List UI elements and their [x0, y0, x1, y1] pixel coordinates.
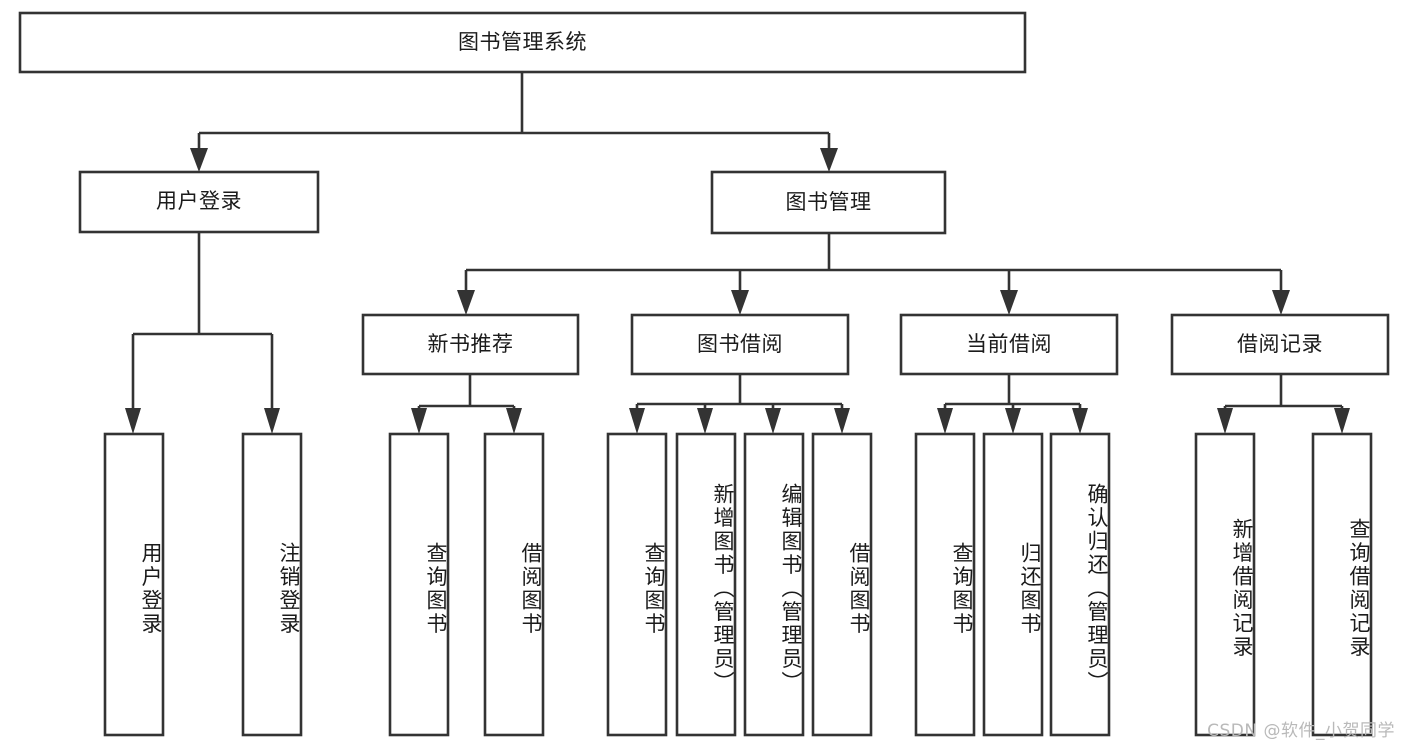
connector-group-borrow-record: [1217, 374, 1350, 434]
connector-group-user-login: [125, 232, 280, 434]
arrow-br-child-1: [1217, 408, 1233, 434]
connector-group-new-book-recommend: [411, 374, 522, 434]
node-box-leaf-query-record[interactable]: [1311, 432, 1373, 737]
arrow-bm-to-book-borrow: [731, 290, 749, 315]
node-box-leaf-query-book-3[interactable]: [914, 432, 976, 737]
connector-group-current-borrow: [937, 374, 1088, 434]
arrow-nbr-child-1: [411, 408, 427, 434]
arrow-root-to-book-management: [820, 148, 838, 172]
node-box-book-borrow[interactable]: [630, 313, 850, 376]
arrow-cb-child-3: [1072, 408, 1088, 434]
node-box-new-book-recommend[interactable]: [361, 313, 580, 376]
arrow-bb-child-4: [834, 408, 850, 434]
node-box-root[interactable]: [18, 11, 1027, 74]
node-box-current-borrow[interactable]: [899, 313, 1119, 376]
node-box-leaf-edit-book[interactable]: [743, 432, 805, 737]
arrow-br-child-2: [1334, 408, 1350, 434]
arrow-bb-child-2: [697, 408, 713, 434]
arrow-user-login-child-1: [125, 408, 141, 434]
arrow-bb-child-3: [765, 408, 781, 434]
arrow-root-to-user-login: [190, 148, 208, 172]
csdn-watermark: CSDN @软件_小贺同学: [1207, 721, 1395, 741]
arrow-nbr-child-2: [506, 408, 522, 434]
node-box-leaf-query-book-1[interactable]: [388, 432, 450, 737]
arrow-cb-child-2: [1005, 408, 1021, 434]
arrow-bm-to-new-book-recommend: [457, 290, 475, 315]
node-box-leaf-user-login[interactable]: [103, 432, 165, 737]
node-box-leaf-user-logout[interactable]: [241, 432, 303, 737]
arrow-bm-to-borrow-record: [1272, 290, 1290, 315]
node-box-leaf-return-book[interactable]: [982, 432, 1044, 737]
connector-group-book-borrow: [629, 374, 850, 434]
node-box-borrow-record[interactable]: [1170, 313, 1390, 376]
node-box-leaf-confirm-return[interactable]: [1049, 432, 1111, 737]
node-box-leaf-add-book[interactable]: [675, 432, 737, 737]
node-box-leaf-query-book-2[interactable]: [606, 432, 668, 737]
arrow-bb-child-1: [629, 408, 645, 434]
node-box-user-login[interactable]: [78, 170, 320, 234]
connector-group-book-management: [457, 233, 1290, 315]
arrow-cb-child-1: [937, 408, 953, 434]
node-box-leaf-borrow-book-1[interactable]: [483, 432, 545, 737]
connector-group-root: [190, 72, 838, 172]
node-box-leaf-add-record[interactable]: [1194, 432, 1256, 737]
arrow-user-login-child-2: [264, 408, 280, 434]
node-box-book-management[interactable]: [710, 170, 947, 235]
node-box-leaf-borrow-book-2[interactable]: [811, 432, 873, 737]
arrow-bm-to-current-borrow: [1000, 290, 1018, 315]
